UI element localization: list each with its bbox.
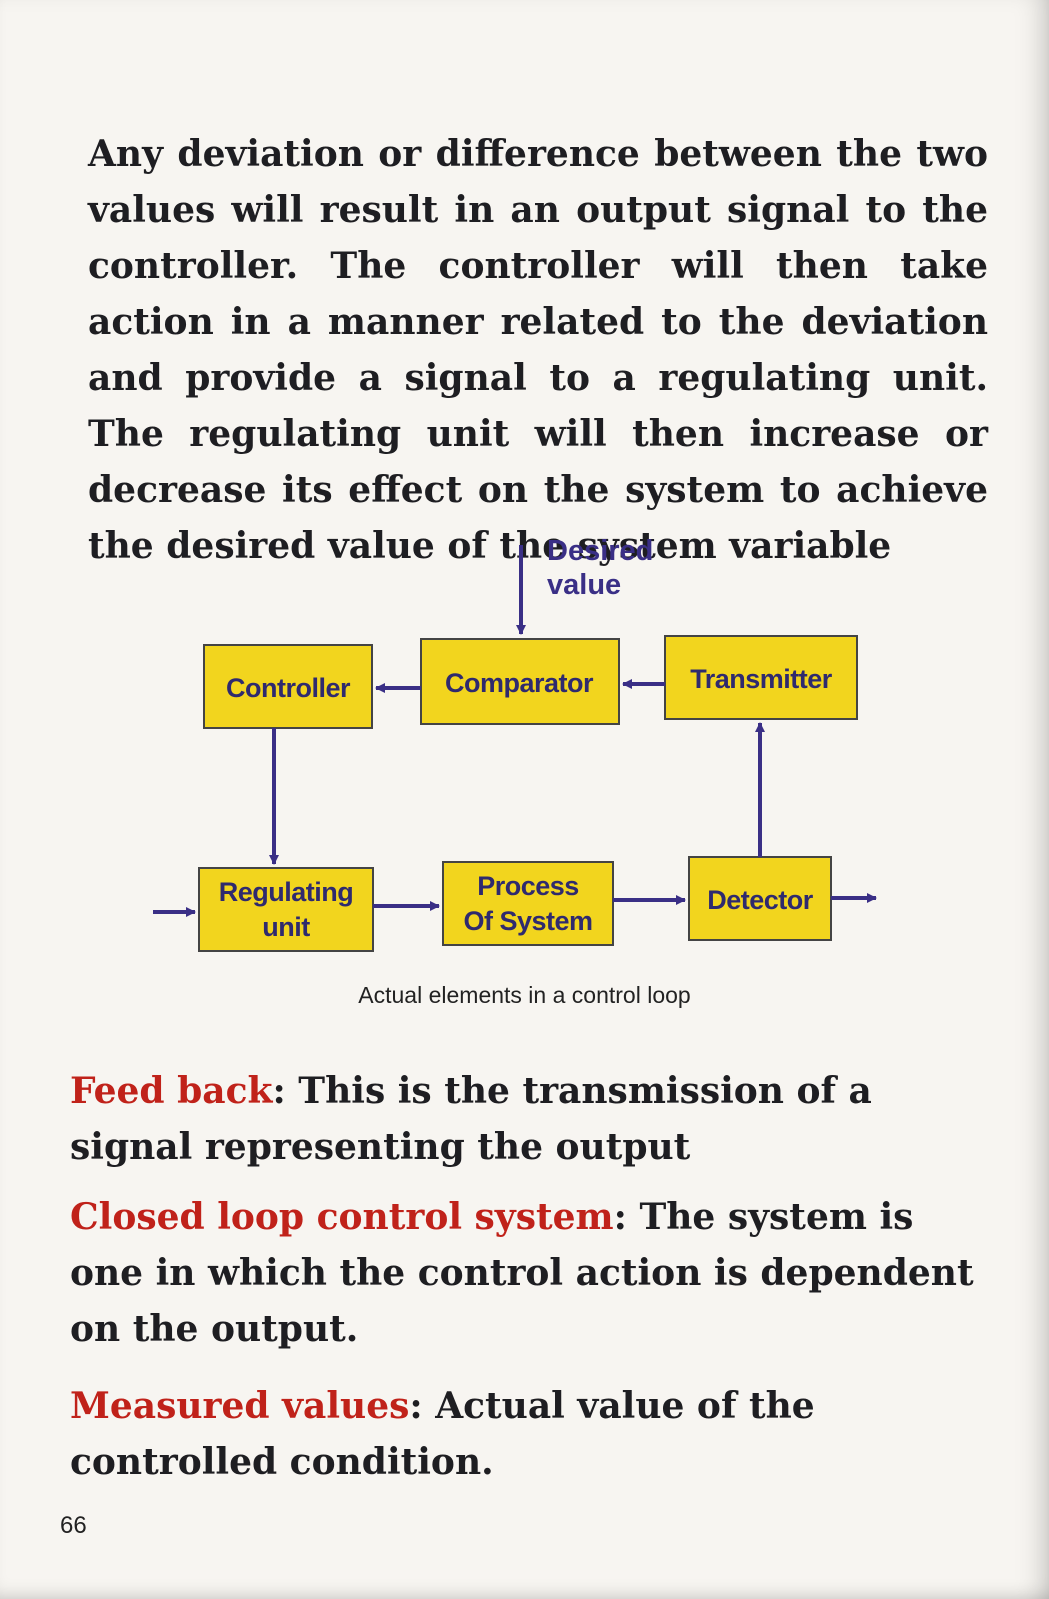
definition-separator: : xyxy=(272,1070,286,1112)
detector-label: Detector xyxy=(707,885,814,915)
comparator-label: Comparator xyxy=(445,668,594,698)
regulating-unit-label-line1: Regulating xyxy=(219,877,354,907)
definition-term: Measured values xyxy=(70,1385,410,1427)
transmitter-box xyxy=(664,635,858,720)
controller-box xyxy=(203,644,373,729)
process-label-line2: Of System xyxy=(463,906,592,936)
diagram-caption: Actual elements in a control loop xyxy=(358,982,691,1008)
process-of-system-box xyxy=(442,861,614,946)
definition-separator: : xyxy=(613,1196,627,1238)
page-number: 66 xyxy=(60,1512,87,1539)
definition-term: Feed back xyxy=(70,1070,273,1112)
process-label-line1: Process xyxy=(477,871,579,901)
control-loop-diagram: Desired value Controller Comparator Tran… xyxy=(153,535,877,952)
definition-text: Actual value of the controlled condition… xyxy=(70,1385,815,1483)
desired-value-label-line2: value xyxy=(547,569,621,601)
definition-closed-loop: Closed loop control system: The system i… xyxy=(70,1189,990,1357)
desired-value-label-line1: Desired xyxy=(547,535,653,567)
definition-separator: : xyxy=(409,1385,423,1427)
comparator-box xyxy=(420,638,620,725)
definition-text: This is the transmission of a signal rep… xyxy=(70,1070,872,1168)
definition-feed-back: Feed back: This is the transmission of a… xyxy=(70,1063,990,1175)
definition-text: The system is one in which the control a… xyxy=(70,1196,974,1350)
definition-term: Closed loop control system xyxy=(70,1196,614,1238)
controller-label: Controller xyxy=(226,673,351,703)
intro-paragraph: Any deviation or difference between the … xyxy=(88,133,988,567)
regulating-unit-box xyxy=(198,867,374,952)
transmitter-label: Transmitter xyxy=(690,664,833,694)
regulating-unit-label-line2: unit xyxy=(262,912,310,942)
definition-measured-values: Measured values: Actual value of the con… xyxy=(70,1378,990,1490)
